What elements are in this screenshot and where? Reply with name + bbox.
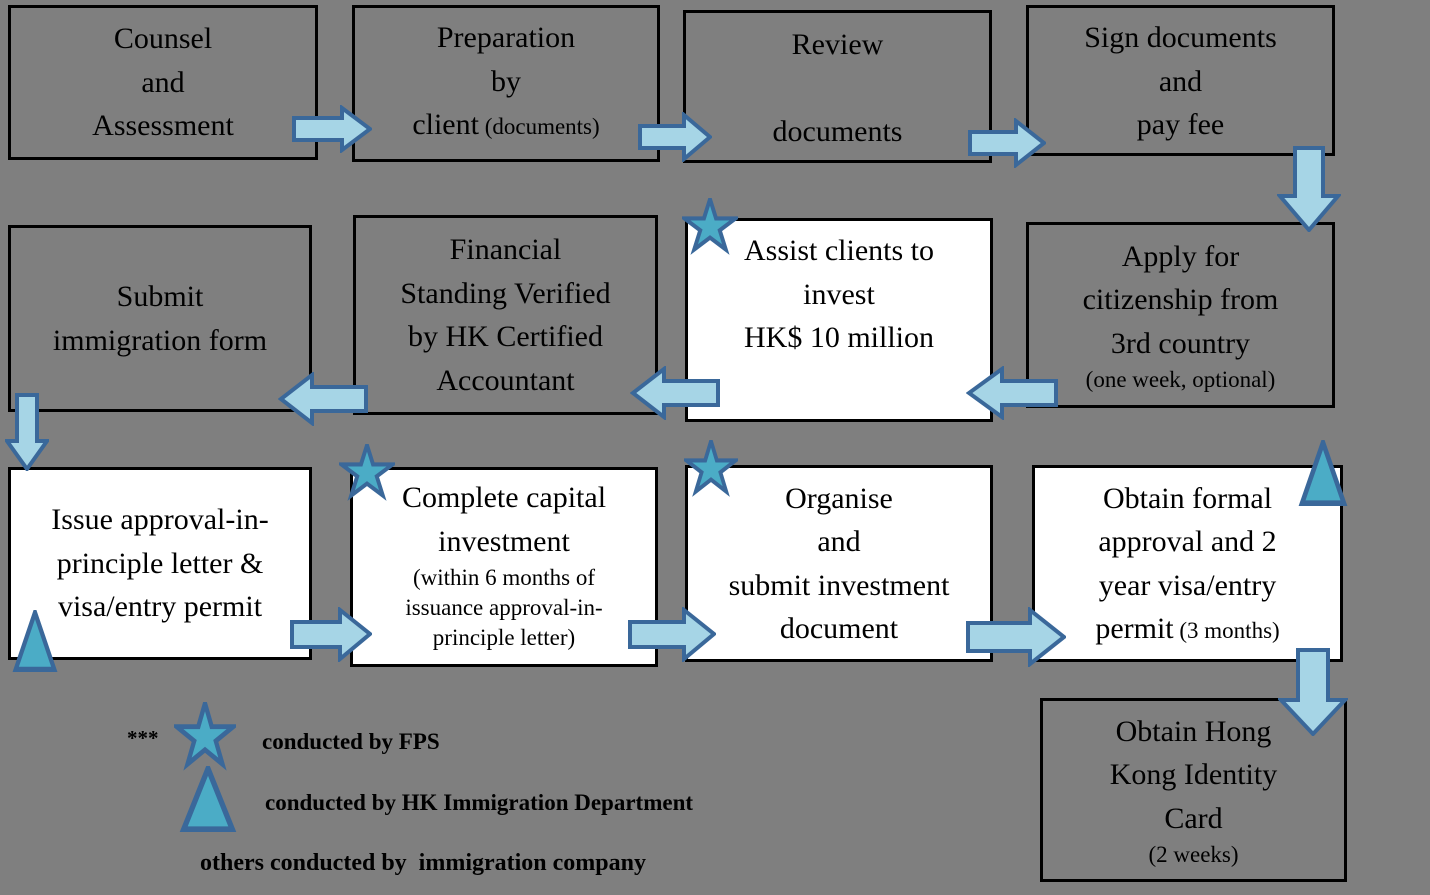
left-arrow-icon — [966, 366, 1058, 420]
box-organise-submit-investment: Organise and submit investment document — [685, 465, 993, 662]
box-title: Assist clients to invest HK$ 10 million — [743, 234, 934, 354]
right-arrow-icon — [290, 607, 372, 662]
box-text-group: Obtain formal approval and 2 year visa/e… — [1095, 477, 1279, 651]
box-preparation-by-client: Preparation by client (documents) — [352, 5, 660, 162]
right-arrow-icon — [628, 607, 716, 662]
box-title: Counsel and Assessment — [92, 22, 234, 143]
triangle-icon — [12, 610, 58, 672]
box-note: (one week, optional) — [1085, 367, 1276, 393]
box-title: Financial Standing Verified by HK Certif… — [400, 233, 611, 397]
box-obtain-hk-identity-card: Obtain Hong Kong Identity Card (2 weeks) — [1040, 698, 1347, 882]
triangle-icon — [1298, 440, 1348, 506]
box-title: Obtain Hong Kong Identity Card — [1109, 714, 1278, 835]
box-title: Complete capital investment — [401, 481, 607, 558]
box-note: (within 6 months of issuance approval-in… — [405, 565, 603, 650]
box-title: Sign documents and pay fee — [1084, 21, 1277, 141]
box-issue-approval-in-principle: Issue approval-in- principle letter & vi… — [8, 467, 312, 660]
left-arrow-icon — [630, 366, 720, 420]
legend-asterisks: *** — [127, 726, 159, 750]
star-icon — [339, 444, 395, 501]
legend-triangle-label: conducted by HK Immigration Department — [265, 790, 694, 815]
right-arrow-icon — [638, 112, 712, 162]
box-obtain-formal-approval: Obtain formal approval and 2 year visa/e… — [1032, 465, 1343, 662]
left-arrow-icon — [278, 372, 368, 426]
triangle-icon — [179, 766, 237, 832]
star-icon — [684, 440, 738, 497]
box-financial-standing-verified: Financial Standing Verified by HK Certif… — [353, 215, 658, 415]
legend-star-label: conducted by FPS — [262, 729, 440, 754]
legend-others-label: others conducted by immigration company — [200, 850, 646, 876]
box-title-small: (documents) — [478, 114, 600, 139]
box-title: Review documents — [772, 28, 903, 148]
right-arrow-icon — [968, 118, 1046, 168]
box-complete-capital-investment: Complete capital investment (within 6 mo… — [350, 467, 658, 667]
box-review-documents: Review documents — [683, 10, 992, 163]
down-arrow-icon — [5, 393, 49, 471]
box-text-group: Preparation by client (documents) — [412, 16, 599, 147]
box-submit-immigration-form: Submit immigration form — [8, 225, 312, 412]
box-title: Submit immigration form — [52, 280, 268, 357]
right-arrow-icon — [966, 607, 1066, 667]
box-title-small: (3 months) — [1173, 618, 1280, 643]
box-title: Obtain formal approval and 2 year visa/e… — [1095, 481, 1277, 646]
down-arrow-icon — [1277, 146, 1341, 232]
box-counsel-assessment: Counsel and Assessment — [8, 5, 318, 160]
box-apply-citizenship-3rd-country: Apply for citizenship from 3rd country (… — [1026, 222, 1335, 408]
box-sign-documents-pay-fee: Sign documents and pay fee — [1026, 5, 1335, 156]
down-arrow-icon — [1278, 648, 1348, 736]
box-title: Preparation by client — [412, 21, 576, 141]
box-assist-clients-invest: Assist clients to invest HK$ 10 million — [685, 218, 993, 422]
box-title: Issue approval-in- principle letter & vi… — [51, 503, 269, 624]
box-note: (2 weeks) — [1148, 842, 1239, 868]
star-icon — [682, 198, 738, 255]
star-icon — [174, 702, 236, 771]
box-title: Organise and submit investment document — [728, 481, 950, 646]
right-arrow-icon — [292, 105, 372, 153]
box-title: Apply for citizenship from 3rd country — [1082, 239, 1279, 360]
